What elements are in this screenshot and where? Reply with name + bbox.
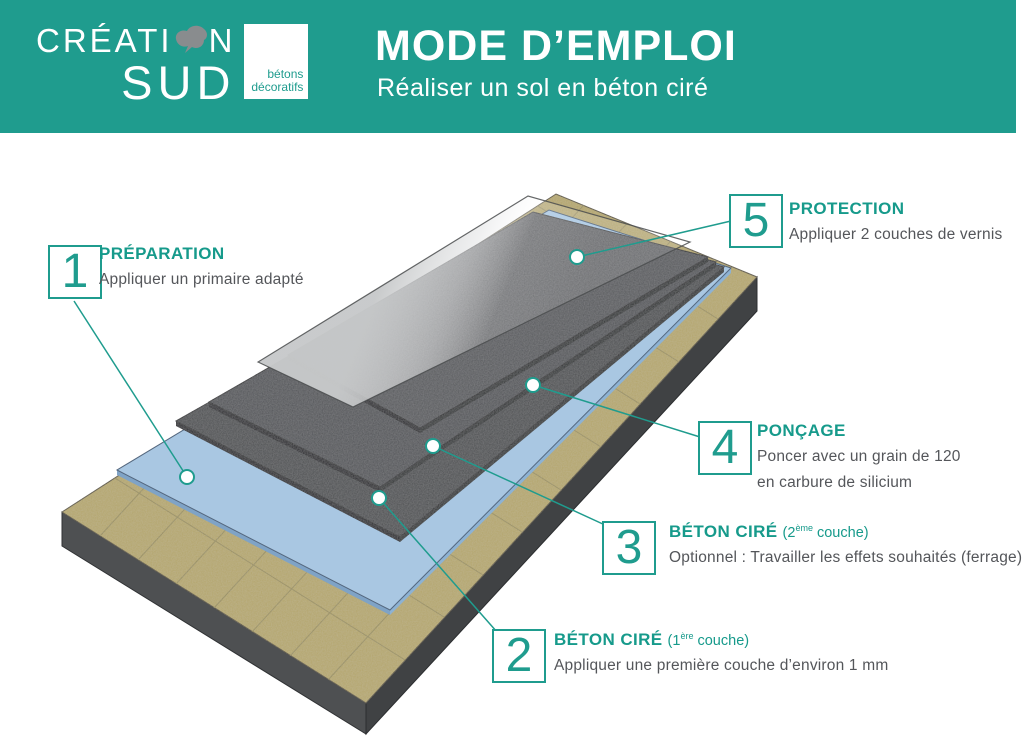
brand-name-line1: CRÉATI N bbox=[36, 24, 235, 57]
primer-front-face bbox=[390, 268, 731, 615]
callout-number-3: 3 bbox=[615, 521, 643, 574]
anchor-dot-1 bbox=[179, 469, 195, 485]
dove-icon bbox=[175, 25, 207, 53]
callout-desc-1: Appliquer un primaire adapté bbox=[99, 271, 304, 288]
brand-name-part1: CRÉATI bbox=[36, 22, 173, 59]
callout-text-3: BÉTON CIRÉ(2ème couche) Optionnel : Trav… bbox=[669, 522, 1022, 568]
callout-number-2: 2 bbox=[505, 629, 533, 682]
connector-line-2 bbox=[378, 497, 498, 633]
anchor-dots bbox=[179, 249, 585, 506]
callout-desc-3: Optionnel : Travailler les effets souhai… bbox=[669, 549, 1023, 566]
connector-line-3 bbox=[432, 445, 606, 526]
callout-box-5: 5 bbox=[729, 194, 783, 248]
callout-title-1: PRÉPARATION bbox=[99, 244, 225, 263]
callout-title-3: BÉTON CIRÉ(2ème couche) bbox=[669, 522, 869, 541]
brand-name-line2: SUD bbox=[121, 56, 236, 109]
anchor-dot-3 bbox=[425, 438, 441, 454]
callout-box-2: 2 bbox=[492, 629, 546, 683]
callout-desc-4: Poncer avec un grain de 120 bbox=[757, 448, 961, 465]
callout-desc-4b: en carbure de silicium bbox=[757, 474, 913, 491]
callout-title-2: BÉTON CIRÉ(1ère couche) bbox=[554, 630, 750, 649]
header-banner: CRÉATI N SUD bétons décoratifs MODE D’EM… bbox=[0, 0, 1016, 133]
callout-text-2: BÉTON CIRÉ(1ère couche) Appliquer une pr… bbox=[554, 630, 888, 676]
callout-title-note-3: (2ème couche) bbox=[782, 523, 869, 541]
callout-number-1: 1 bbox=[61, 245, 89, 298]
callout-number-5: 5 bbox=[742, 194, 770, 247]
coat2-front-face bbox=[380, 262, 716, 492]
callout-text-1: PRÉPARATION Appliquer un primaire adapté bbox=[99, 244, 304, 290]
coat2-end-face bbox=[209, 402, 380, 492]
coat1-front-face bbox=[400, 267, 724, 542]
callout-number-4: 4 bbox=[711, 421, 739, 474]
callout-box-3: 3 bbox=[602, 521, 656, 575]
varnish-sheet bbox=[256, 195, 692, 408]
callout-title-4: PONÇAGE bbox=[757, 421, 846, 440]
callout-box-4: 4 bbox=[698, 421, 752, 475]
sanded-front-face bbox=[420, 257, 708, 433]
callout-box-1: 1 bbox=[48, 245, 102, 299]
page-subtitle: Réaliser un sol en béton ciré bbox=[377, 74, 709, 102]
anchor-dot-4 bbox=[525, 377, 541, 393]
callout-title-5: PROTECTION bbox=[789, 199, 905, 218]
anchor-dot-5 bbox=[569, 249, 585, 265]
callout-title-note-2: (1ère couche) bbox=[667, 631, 750, 649]
connector-line-5 bbox=[576, 220, 732, 258]
connector-line-4 bbox=[532, 384, 701, 438]
primer-end-face bbox=[117, 470, 390, 615]
brand-logo: CRÉATI N SUD bétons décoratifs bbox=[36, 24, 309, 109]
badge-word2: décoratifs bbox=[251, 80, 304, 94]
connectors bbox=[73, 220, 732, 633]
connector-line-1 bbox=[73, 300, 188, 478]
callout-desc-2: Appliquer une première couche d’environ … bbox=[554, 657, 889, 674]
callout-desc-5: Appliquer 2 couches de vernis bbox=[789, 226, 1003, 243]
coat1-end-face bbox=[176, 421, 400, 542]
page-title: MODE D’EMPLOI bbox=[375, 22, 737, 70]
badge-word1: bétons bbox=[267, 67, 304, 81]
brand-name-part2: N bbox=[208, 22, 236, 59]
brand-badge: bétons décoratifs bbox=[244, 24, 309, 99]
callout-text-4: PONÇAGE Poncer avec un grain de 120 en c… bbox=[757, 421, 961, 493]
callout-text-5: PROTECTION Appliquer 2 couches de vernis bbox=[789, 199, 1002, 245]
anchor-dot-2 bbox=[371, 490, 387, 506]
